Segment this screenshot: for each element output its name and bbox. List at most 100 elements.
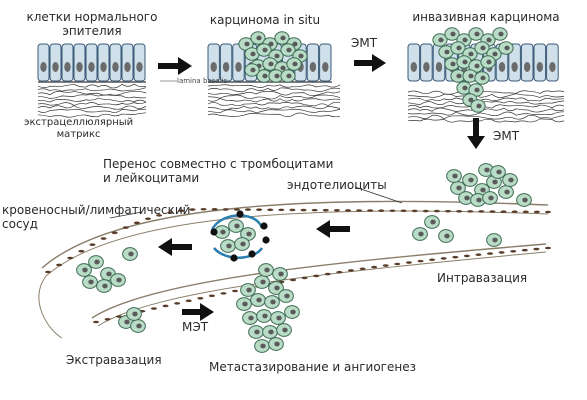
ecm-fiber [37,94,147,99]
ecm-fiber [37,98,147,103]
tumor-cell-nucleus [88,279,94,285]
endotheliocyte [522,210,529,214]
tumor-cell-nucleus [462,37,468,43]
extracellular-matrix-1 [37,83,147,118]
tumor-cell-nucleus [244,41,250,47]
ecm-fiber [207,112,341,118]
endotheliocyte [475,253,482,257]
platelet [210,228,218,236]
arrow-in-vessel-left [158,238,192,256]
endotheliocyte [300,208,307,212]
tumor-cell-nucleus [474,63,480,69]
tumor-cell-nucleus [276,315,282,321]
endotheliocyte [347,269,354,272]
label-invasive-carcinoma: инвазивная карцинома [412,10,560,24]
endotheliocyte [478,210,485,213]
leader-endotheliocytes [354,186,403,204]
endotheliocyte [220,292,227,295]
tumor-cell-nucleus [256,35,262,41]
endotheliocyte [417,259,424,263]
cell-nucleus [136,61,143,72]
tumor-cell-nucleus [462,59,468,65]
tumor-cell-nucleus [260,343,266,349]
ecm-fiber [37,87,147,92]
ecm-fiber [407,114,565,120]
label-vessel: кровеносный/лимфатический сосуд [2,203,191,231]
endotheliocyte [510,249,517,253]
endotheliocyte [356,209,363,212]
cell-nucleus [100,61,107,72]
endotheliocyte [150,307,157,310]
tumor-cell-nucleus [456,45,462,51]
tumor-cell-nucleus [462,85,468,91]
tumor-cell-nucleus [464,195,470,201]
tumor-cell-nucleus [430,219,436,225]
label-lamina-basalis: lamina basalis [177,77,228,85]
endotheliocyte [545,210,551,214]
tumor-cell-nucleus [262,73,268,79]
label-endotheliocytes: эндотелиоциты [287,178,387,192]
endotheliocyte [278,208,285,212]
endotheliocyte [111,231,118,235]
tumor-cell-nucleus [274,285,280,291]
ecm-fiber [207,108,341,114]
cell-nucleus [40,61,47,72]
arrow-met [182,303,214,321]
endotheliocyte [189,208,196,211]
endotheliocyte [222,208,229,211]
endotheliocyte [389,209,396,213]
tumor-cell-nucleus [480,75,486,81]
arrow-down-emt [467,118,485,149]
tumor-cell-nucleus [492,179,498,185]
endotheliocyte [322,208,329,212]
tumor-cell-nucleus [480,187,486,193]
tumor-cell-nucleus [504,45,510,51]
invasive-tumor-cluster [432,27,514,113]
tumor-cell-nucleus [508,177,514,183]
endotheliocyte [359,267,366,271]
platelet [230,254,238,262]
platelet [260,222,268,230]
endotheliocyte [511,210,518,214]
cell-nucleus [423,61,430,72]
endotheliocyte [145,217,151,221]
tumor-cell-nucleus [94,259,100,265]
tumor-cell-nucleus [220,229,226,235]
endotheliocyte [394,262,401,266]
tumor-cell-nucleus [480,45,486,51]
tumor-cell-nucleus [418,231,424,237]
tumor-cell-nucleus [240,241,246,247]
endotheliocyte [445,209,451,213]
tumor-cell-nucleus [290,309,296,315]
ecm-fiber [407,111,565,117]
cell-nucleus [112,61,119,72]
tumor-cell-nucleus [286,47,292,53]
endotheliocyte [178,209,185,213]
cell-nucleus [435,61,443,72]
endotheliocyte [167,211,174,214]
cell-nucleus [52,61,59,72]
endotheliocyte [533,210,540,214]
tumor-cell-nucleus [254,329,260,335]
endotheliocyte [290,278,297,282]
endotheliocyte [197,296,204,300]
leader-vessel [109,211,143,219]
tumor-cell-nucleus [444,49,450,55]
cell-nucleus [549,61,556,72]
tumor-cell-nucleus [492,237,498,243]
label-intravasation: Интравазация [437,271,528,285]
endotheliocyte [267,208,274,212]
cell-nucleus [88,61,95,72]
tumor-cell-nucleus [438,37,444,43]
tumor-cell-nucleus [274,73,280,79]
tumor-cell-nucleus [116,277,122,283]
tumor-cell-nucleus [128,251,134,257]
endotheliocyte [521,248,528,252]
normal-epithelial-cells [37,43,146,82]
endotheliocyte [487,252,494,255]
ecm-fiber [37,90,147,96]
endotheliocyte [456,209,463,213]
metastasis-cluster [236,263,300,353]
endotheliocyte [498,251,505,254]
endotheliocyte [211,208,218,211]
